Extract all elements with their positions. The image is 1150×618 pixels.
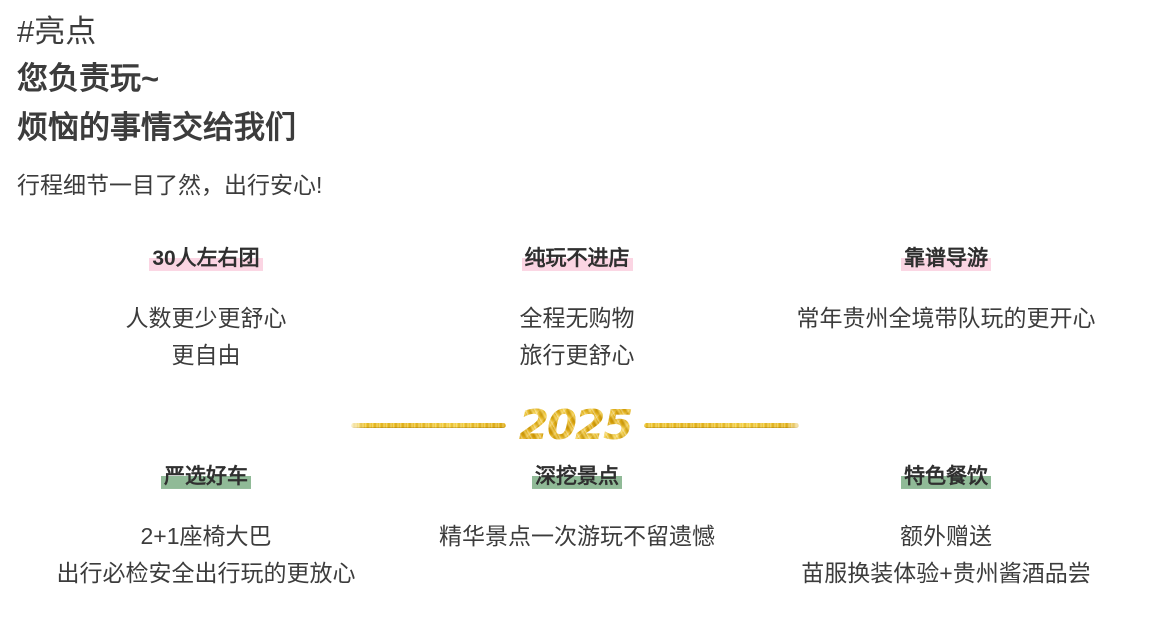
subtitle: 行程细节一目了然，出行安心! bbox=[17, 172, 323, 198]
feature-title-highlighted: 严选好车 bbox=[161, 465, 251, 489]
feature-card-attractions: 深挖景点 精华景点一次游玩不留遗憾 bbox=[412, 461, 742, 592]
feature-title-highlighted: 靠谱导游 bbox=[901, 247, 991, 271]
feature-line: 全程无购物 bbox=[519, 305, 635, 331]
headline-second: 烦恼的事情交给我们 bbox=[17, 110, 296, 145]
feature-title-highlighted: 特色餐饮 bbox=[901, 465, 991, 489]
feature-description: 精华景点一次游玩不留遗憾 bbox=[412, 518, 742, 555]
feature-title-highlighted: 深挖景点 bbox=[532, 465, 622, 489]
header-block: #亮点 您负责玩~ 烦恼的事情交给我们 行程细节一目了然，出行安心! bbox=[0, 0, 1150, 202]
feature-line: 出行必检安全出行玩的更放心 bbox=[56, 560, 356, 586]
feature-description: 额外赠送 苗服换装体验+贵州酱酒品尝 bbox=[742, 518, 1150, 592]
year-divider: 2025 bbox=[0, 399, 1150, 451]
divider-rule-right bbox=[644, 422, 800, 428]
feature-description: 全程无购物 旅行更舒心 bbox=[412, 300, 742, 374]
feature-card-guide: 靠谱导游 常年贵州全境带队玩的更开心 bbox=[742, 243, 1150, 374]
feature-title-wrap: 靠谱导游 bbox=[742, 243, 1150, 275]
feature-card-vehicle: 严选好车 2+1座椅大巴 出行必检安全出行玩的更放心 bbox=[0, 461, 412, 592]
feature-row-bottom: 严选好车 2+1座椅大巴 出行必检安全出行玩的更放心 深挖景点 精华景点一次游玩… bbox=[0, 461, 1150, 592]
feature-line: 2+1座椅大巴 bbox=[140, 523, 272, 549]
feature-card-group-size: 30人左右团 人数更少更舒心 更自由 bbox=[0, 243, 412, 374]
feature-line: 人数更少更舒心 bbox=[125, 305, 287, 331]
feature-description: 人数更少更舒心 更自由 bbox=[0, 300, 412, 374]
divider-year-label: 2025 bbox=[517, 403, 634, 447]
feature-title-wrap: 30人左右团 bbox=[0, 243, 412, 275]
divider-rule-left bbox=[350, 422, 506, 428]
feature-title-wrap: 特色餐饮 bbox=[742, 461, 1150, 493]
feature-title-highlighted: 纯玩不进店 bbox=[521, 247, 633, 271]
feature-line: 精华景点一次游玩不留遗憾 bbox=[439, 523, 715, 549]
feature-title-highlighted: 30人左右团 bbox=[149, 247, 263, 271]
feature-line: 苗服换装体验+贵州酱酒品尝 bbox=[801, 560, 1091, 586]
feature-title-wrap: 纯玩不进店 bbox=[412, 243, 742, 275]
feature-line: 常年贵州全境带队玩的更开心 bbox=[796, 305, 1096, 331]
feature-line: 额外赠送 bbox=[900, 523, 992, 549]
feature-row-top: 30人左右团 人数更少更舒心 更自由 纯玩不进店 全程无购物 旅行更舒心 靠谱导… bbox=[0, 243, 1150, 374]
feature-description: 2+1座椅大巴 出行必检安全出行玩的更放心 bbox=[0, 518, 412, 592]
feature-description: 常年贵州全境带队玩的更开心 bbox=[742, 300, 1150, 337]
feature-line: 旅行更舒心 bbox=[519, 342, 635, 368]
feature-title-wrap: 严选好车 bbox=[0, 461, 412, 493]
feature-line: 更自由 bbox=[171, 342, 241, 368]
feature-card-dining: 特色餐饮 额外赠送 苗服换装体验+贵州酱酒品尝 bbox=[742, 461, 1150, 592]
feature-card-no-shopping: 纯玩不进店 全程无购物 旅行更舒心 bbox=[412, 243, 742, 374]
headline-first: 您负责玩~ bbox=[17, 61, 160, 96]
hashtag-label: #亮点 bbox=[17, 14, 97, 49]
feature-title-wrap: 深挖景点 bbox=[412, 461, 742, 493]
